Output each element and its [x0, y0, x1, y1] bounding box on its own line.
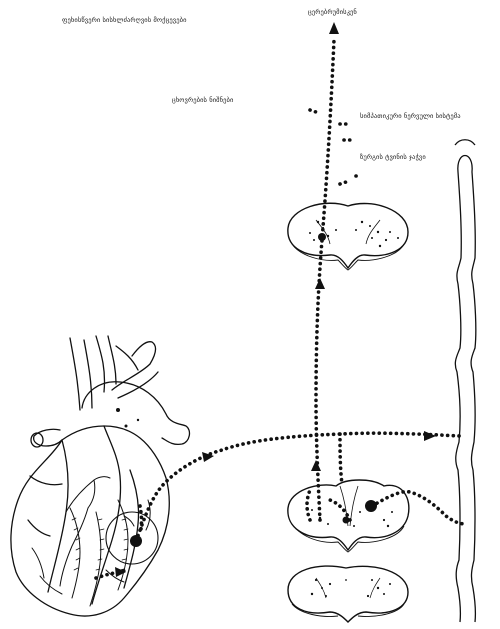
upper-spinal-cord-section	[288, 203, 408, 270]
arrow-up-brain	[329, 22, 339, 34]
arrow-right-chain	[424, 431, 436, 441]
label-right-1: სიმპათიკური ნერვული სისტემა	[360, 112, 461, 120]
lower-spinal-cord-section	[288, 566, 408, 622]
heart-illustration	[11, 336, 190, 616]
label-mid-left: ცხოვრების ნიშნები	[172, 96, 233, 104]
label-top-left: ფეხისწვერი სისხლძარღვის მოქცევები	[62, 16, 187, 24]
arrow-up-lower	[311, 460, 321, 471]
afferent-pathway	[96, 40, 466, 578]
sympathetic-chain	[455, 140, 476, 622]
label-top-center: ცერებრუმისკენ	[308, 8, 357, 16]
arrow-up-upper	[315, 278, 325, 289]
label-right-2: ზურგის ტვინის ჯაჭვი	[360, 153, 426, 161]
